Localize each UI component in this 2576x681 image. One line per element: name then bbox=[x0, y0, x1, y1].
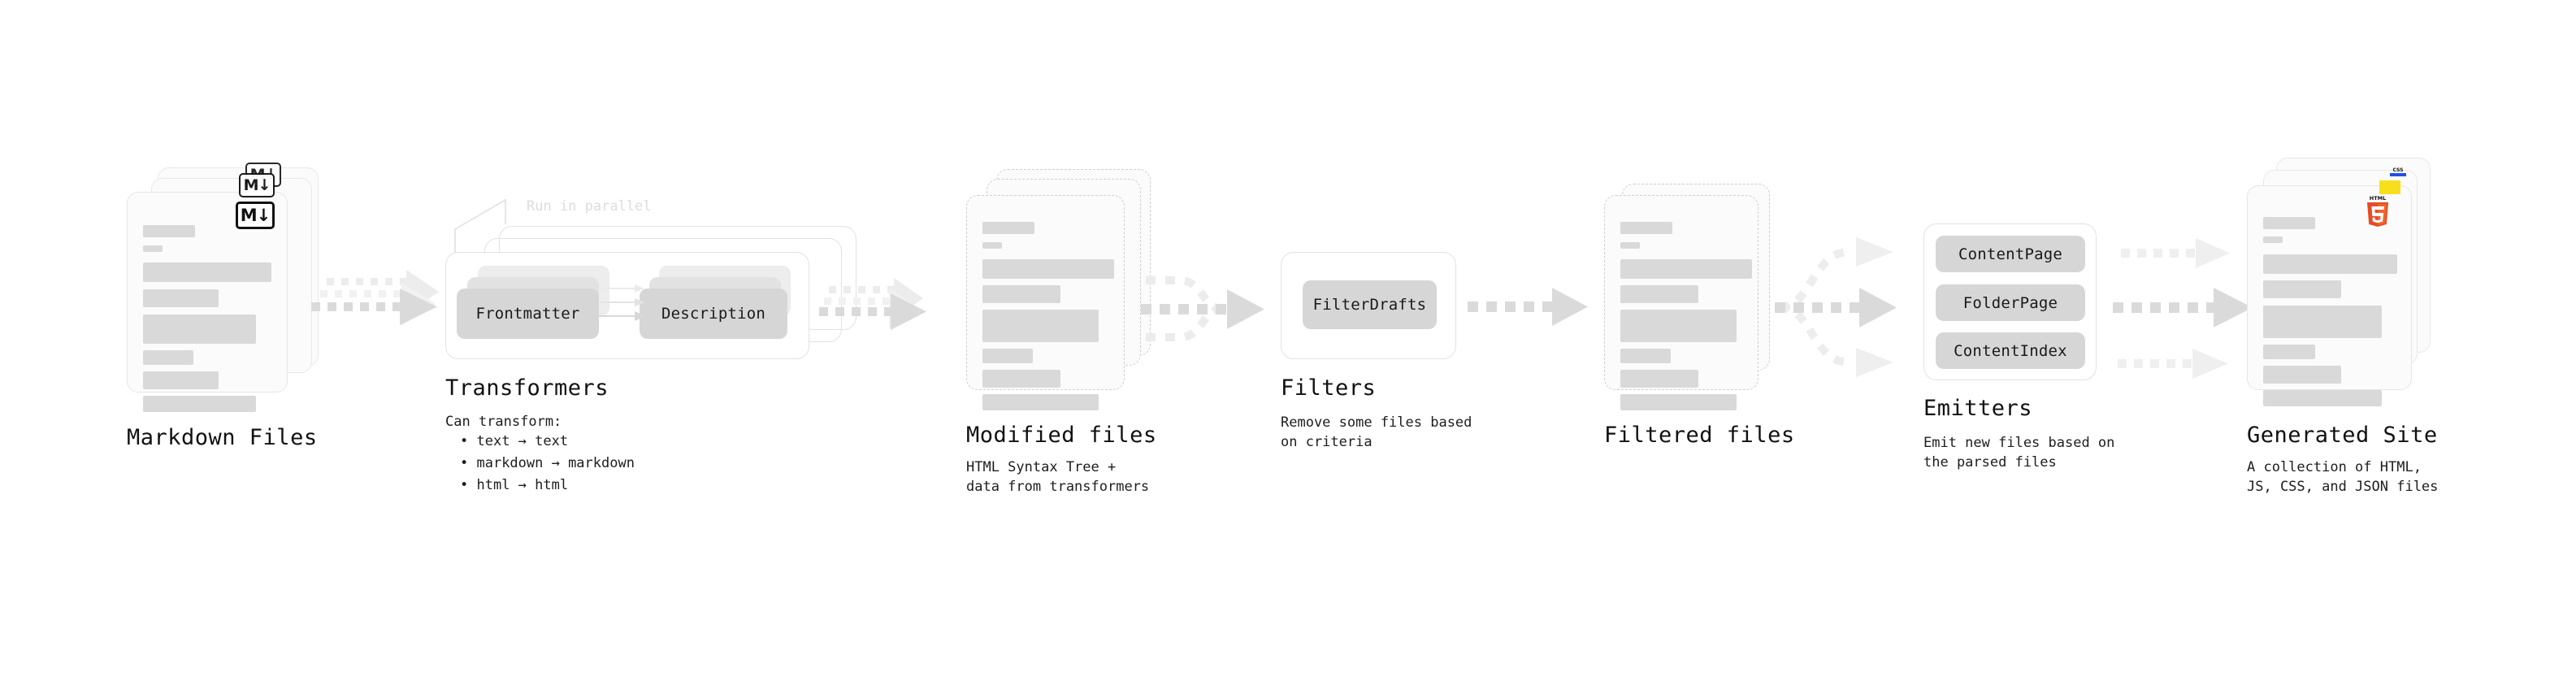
markdown-icon: M↓ bbox=[236, 202, 275, 229]
doc-bar bbox=[1620, 242, 1640, 249]
stage-title-filtered-files: Filtered files bbox=[1604, 423, 1795, 448]
doc-bar bbox=[2263, 366, 2341, 384]
connector-emitters-to-site bbox=[2113, 238, 2253, 379]
doc-bar bbox=[2263, 280, 2341, 298]
connector-filtered-to-emitters bbox=[1775, 237, 1897, 377]
doc-bar bbox=[143, 371, 219, 389]
doc-bar bbox=[143, 314, 256, 344]
transformer-chip-frontmatter[interactable]: Frontmatter bbox=[457, 288, 599, 339]
doc-bar bbox=[1620, 285, 1698, 303]
doc-bar bbox=[1620, 310, 1737, 342]
filter-chip-filterdrafts[interactable]: FilterDrafts bbox=[1303, 280, 1437, 329]
stage-desc-transformers: Can transform: bbox=[445, 414, 562, 430]
transformer-bullet-text: markdown → markdown bbox=[476, 455, 635, 471]
doc-bar bbox=[1620, 259, 1752, 279]
stage-desc-generated-site: A collection of HTML, JS, CSS, and JSON … bbox=[2247, 459, 2439, 495]
doc-bar bbox=[2263, 236, 2283, 243]
emitters-frame: ContentPage FolderPage ContentIndex bbox=[1923, 223, 2097, 380]
doc-bar bbox=[982, 394, 1099, 410]
stage-desc-filters: Remove some files based on criteria bbox=[1281, 414, 1472, 450]
doc-bar bbox=[143, 262, 271, 282]
doc-bar bbox=[2263, 254, 2397, 274]
doc-bar bbox=[143, 245, 163, 252]
transformer-bullet-text: text → text bbox=[476, 433, 569, 449]
filters-frame: FilterDrafts bbox=[1281, 252, 1456, 359]
emitter-chip-folderpage[interactable]: FolderPage bbox=[1936, 284, 2085, 321]
doc-bar bbox=[2263, 306, 2382, 338]
transformer-bullet-0: • text → text bbox=[460, 433, 569, 449]
stage-desc-modified-files: HTML Syntax Tree + data from transformer… bbox=[966, 459, 1150, 495]
doc-bar bbox=[1620, 370, 1698, 388]
doc-bar bbox=[982, 242, 1002, 249]
stage-title-markdown-files: Markdown Files bbox=[127, 425, 318, 450]
doc-bar bbox=[982, 310, 1099, 342]
doc-bar bbox=[143, 396, 256, 412]
stage-desc-emitters: Emit new files based on the parsed files bbox=[1923, 435, 2115, 471]
doc-bar bbox=[982, 222, 1034, 234]
doc-bar bbox=[2263, 345, 2315, 359]
site-card-front bbox=[2247, 185, 2412, 406]
transformer-bullet-1: • markdown → markdown bbox=[460, 455, 635, 471]
doc-bar bbox=[982, 259, 1114, 279]
stage-title-transformers: Transformers bbox=[445, 375, 609, 401]
stage-title-filters: Filters bbox=[1281, 375, 1377, 401]
transformer-chip-description[interactable]: Description bbox=[640, 288, 787, 339]
stage-title-generated-site: Generated Site bbox=[2247, 423, 2438, 448]
doc-bar bbox=[1620, 349, 1671, 363]
doc-bar bbox=[2263, 390, 2382, 406]
connector-filters-to-filtered bbox=[1468, 288, 1588, 326]
doc-bar bbox=[143, 289, 219, 307]
doc-bar bbox=[982, 370, 1060, 388]
doc-bar bbox=[1620, 394, 1737, 410]
markdown-card-front bbox=[127, 192, 288, 412]
stage-title-emitters: Emitters bbox=[1923, 396, 2033, 421]
doc-bar bbox=[143, 225, 195, 237]
connector-modified-to-filters bbox=[1141, 276, 1264, 341]
doc-bar bbox=[1620, 222, 1672, 234]
transformer-bullet-2: • html → html bbox=[460, 477, 569, 493]
markdown-icon-mid: M↓ bbox=[239, 173, 275, 197]
filtered-card-front bbox=[1604, 195, 1759, 410]
stage-title-modified-files: Modified files bbox=[966, 423, 1157, 448]
doc-bar bbox=[982, 349, 1033, 363]
transformer-frame-front: Frontmatter Description bbox=[445, 252, 809, 359]
js-icon bbox=[2379, 180, 2400, 194]
emitter-chip-contentindex[interactable]: ContentIndex bbox=[1936, 332, 2085, 369]
transformer-bullet-text: html → html bbox=[476, 477, 569, 493]
doc-bar bbox=[982, 285, 1060, 303]
emitter-chip-contentpage[interactable]: ContentPage bbox=[1936, 236, 2085, 272]
parallel-annotation: Run in parallel bbox=[527, 198, 652, 215]
modified-card-front bbox=[966, 195, 1125, 410]
doc-bar bbox=[143, 350, 193, 365]
doc-bar bbox=[2263, 217, 2315, 229]
